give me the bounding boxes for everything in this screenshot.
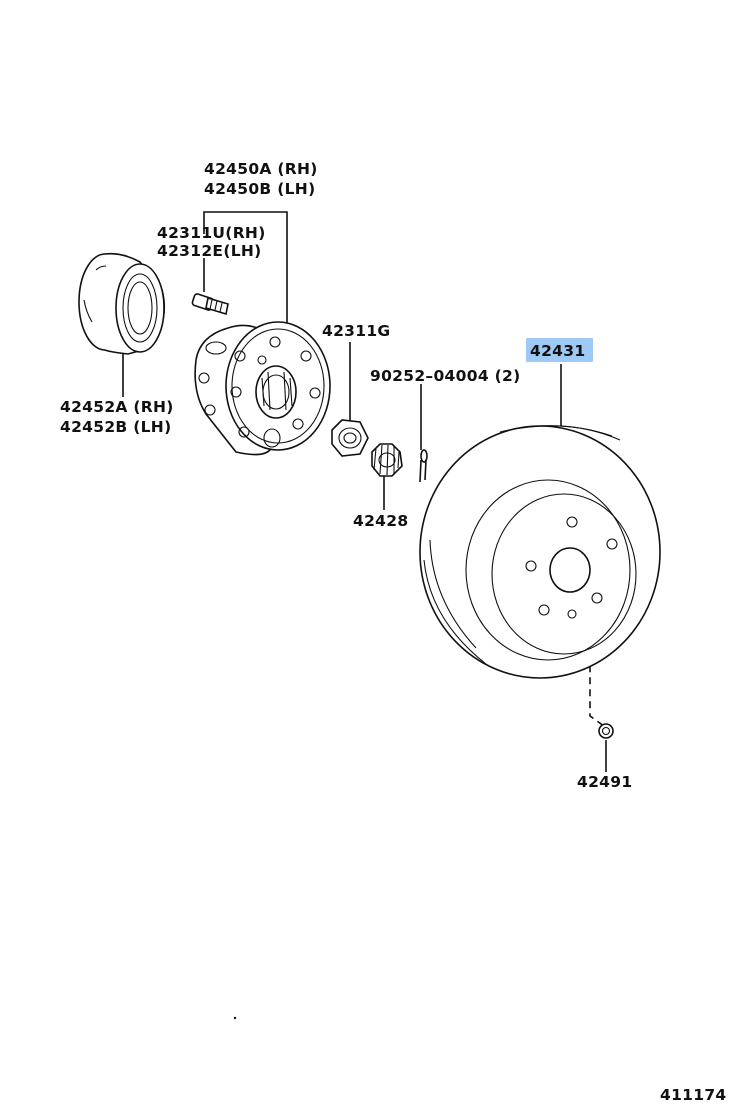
- seal-rh-label[interactable]: 42452A (RH): [60, 398, 174, 416]
- hub-lh-label[interactable]: 42450B (LH): [204, 180, 315, 198]
- cotter-pin-part: [419, 449, 428, 483]
- lock-cap-label[interactable]: 42428: [353, 512, 408, 530]
- disc-label[interactable]: 42431: [530, 342, 585, 360]
- illustration-id: 411174: [660, 1086, 727, 1104]
- brake-disc-part: [419, 425, 661, 679]
- bolt-lh-label[interactable]: 42312E(LH): [157, 242, 262, 260]
- nut-label[interactable]: 42311G: [322, 322, 390, 340]
- screw-label[interactable]: 42491: [577, 773, 632, 791]
- hub-bolt-part: [191, 293, 229, 316]
- disc-screw-part: [598, 723, 614, 739]
- stray-mark: [233, 1016, 237, 1020]
- hub-assembly-part: [194, 321, 331, 456]
- bolt-rh-label[interactable]: 42311U(RH): [157, 224, 266, 242]
- seal-lh-label[interactable]: 42452B (LH): [60, 418, 171, 436]
- oil-seal-part: [78, 252, 166, 355]
- pin-label[interactable]: 90252–04004 (2): [370, 367, 520, 385]
- disc-callout-highlight: [526, 338, 593, 362]
- leader-lines: [122, 211, 607, 772]
- lock-cap-part: [371, 443, 403, 477]
- hub-rh-label[interactable]: 42450A (RH): [204, 160, 318, 178]
- hub-nut-part: [331, 419, 369, 457]
